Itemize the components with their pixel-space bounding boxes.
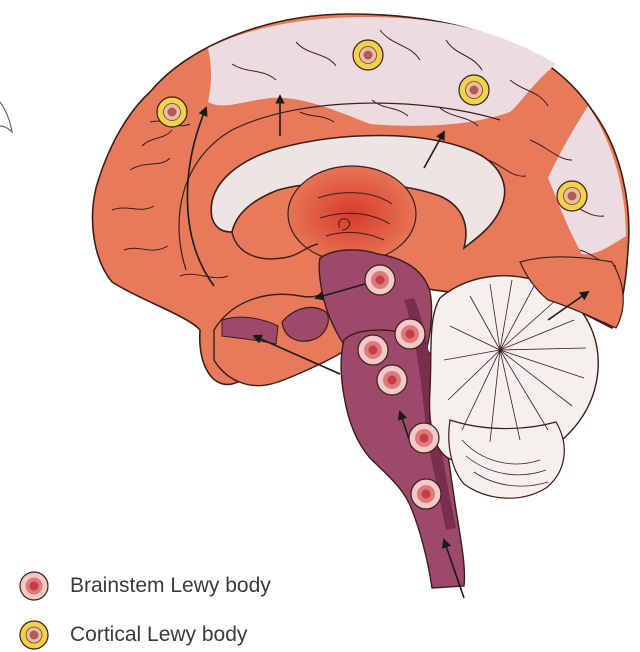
cerebellum-lower <box>449 420 565 498</box>
legend-brainstem: Brainstem Lewy body <box>18 570 271 602</box>
brainstem-lewy-body <box>409 423 439 453</box>
cortical-lewy-body <box>459 75 489 105</box>
brainstem-lewy-body <box>358 335 388 365</box>
cortical-lewy-body-icon <box>18 619 50 651</box>
cerebellum <box>430 257 624 498</box>
brainstem-lewy-body <box>365 265 395 295</box>
edge-fragment <box>0 102 12 132</box>
brainstem-lewy-body-icon <box>18 570 50 602</box>
legend-cortical: Cortical Lewy body <box>18 619 247 651</box>
brainstem-lewy-body <box>377 365 407 395</box>
brainstem-lewy-body <box>395 319 425 349</box>
legend-brainstem-label: Brainstem Lewy body <box>70 574 271 598</box>
legend-cortical-label: Cortical Lewy body <box>70 623 247 647</box>
cortical-lewy-body <box>557 181 587 211</box>
cortical-lewy-body <box>353 40 383 70</box>
brainstem-lewy-body <box>411 479 441 509</box>
cortical-lewy-body <box>157 97 187 127</box>
